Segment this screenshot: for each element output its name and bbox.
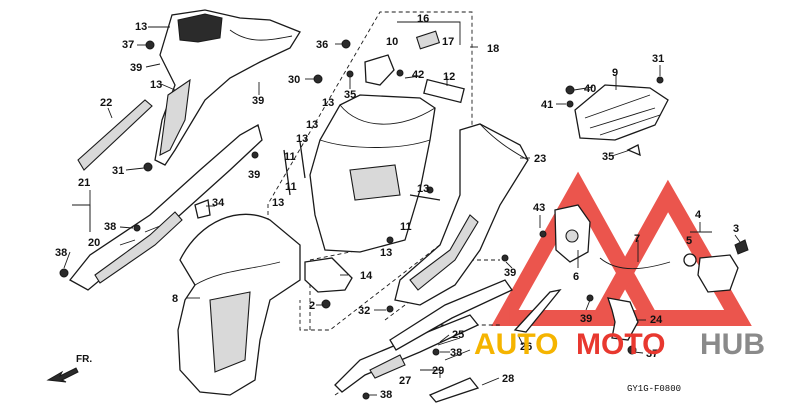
watermark-wordmark: AUTO MOTO HUB — [474, 328, 765, 361]
callout-31: 32 — [358, 305, 370, 317]
watermark-word-hub: HUB — [700, 328, 765, 361]
callout-16: 17 — [442, 36, 454, 48]
part-left-side-cover — [69, 124, 263, 291]
callout-27: 27 — [399, 375, 411, 387]
callout-38: 38 — [55, 247, 67, 259]
part-pad — [415, 30, 441, 50]
callout-39: 39 — [580, 313, 592, 325]
watermark-word-moto: MOTO — [576, 328, 665, 361]
callout-2: 2 — [309, 300, 315, 312]
callout-4: 4 — [695, 209, 702, 221]
callout-39: 39 — [130, 62, 142, 74]
watermark-triangle-right — [586, 179, 752, 326]
front-arrow-icon — [46, 367, 79, 383]
fasteners — [59, 39, 664, 400]
callout-numbers: 13 37 39 13 22 31 21 38 20 38 8 34 39 39… — [55, 13, 739, 401]
part-clip — [194, 199, 211, 219]
part-side-strip — [77, 99, 153, 171]
callout-6: 6 — [573, 271, 579, 283]
callout-36: 35 — [344, 89, 356, 101]
callout-13: 13 — [380, 247, 392, 259]
part-luggage-box — [309, 94, 436, 253]
callout-19: 13 — [135, 21, 147, 33]
callout-13: 13 — [306, 119, 318, 131]
callout-11: 11 — [400, 221, 412, 233]
part-rear-carrier — [574, 84, 669, 141]
front-direction-indicator: FR. — [46, 354, 92, 383]
part-box-bracket — [304, 257, 353, 293]
leader-lines — [63, 21, 741, 396]
callout-38: 38 — [450, 347, 462, 359]
callout-26: 26 — [520, 341, 532, 353]
part-front-inner-cover — [177, 213, 301, 396]
callout-39: 39 — [252, 95, 264, 107]
callout-23: 23 — [534, 153, 546, 165]
part-lower-covers — [334, 279, 562, 403]
callout-35: 36 — [316, 39, 328, 51]
callout-13: 13 — [322, 97, 334, 109]
callout-33: 34 — [212, 197, 225, 209]
callout-40: 40 — [584, 83, 596, 95]
watermark-triangle-left — [491, 171, 664, 326]
callout-24: 24 — [650, 314, 663, 326]
watermark-word-auto: AUTO — [474, 328, 558, 361]
callout-38: 38 — [104, 221, 116, 233]
callout-13: 13 — [296, 133, 308, 145]
part-rear-upper-cowl — [154, 9, 301, 166]
callout-39: 39 — [504, 267, 516, 279]
part-reflector — [423, 78, 465, 104]
callout-14: 14 — [360, 270, 373, 282]
callout-39: 39 — [248, 169, 260, 181]
callout-30: 30 — [288, 74, 300, 86]
callout-20: 20 — [88, 237, 100, 249]
callout-15: 16 — [417, 13, 429, 25]
watermark-logo — [491, 171, 752, 326]
callout-32: 31 — [652, 53, 664, 65]
callout-13: 13 — [417, 183, 429, 195]
callout-12: 12 — [443, 71, 455, 83]
callout-41: 41 — [541, 99, 553, 111]
callout-21: 21 — [78, 177, 90, 189]
callout-22: 22 — [100, 97, 112, 109]
callout-42: 42 — [412, 69, 424, 81]
callout-11: 11 — [285, 181, 297, 193]
callout-8: 8 — [172, 293, 178, 305]
callout-13: 13 — [272, 197, 284, 209]
callout-11: 11 — [284, 151, 296, 163]
callout-5: 5 — [686, 235, 692, 247]
part-cable-and-lock — [599, 239, 749, 293]
callout-9: 9 — [612, 67, 618, 79]
callout-25: 25 — [452, 329, 464, 341]
callout-17: 18 — [487, 43, 499, 55]
callout-31: 31 — [112, 165, 124, 177]
callout-38: 38 — [380, 389, 392, 401]
part-right-body-cover — [394, 123, 529, 306]
callout-37: 37 — [646, 348, 658, 360]
part-latch — [364, 54, 395, 86]
callout-7: 7 — [634, 233, 640, 245]
callout-10: 10 — [386, 36, 398, 48]
callout-28: 28 — [502, 373, 514, 385]
front-direction-label: FR. — [76, 354, 92, 365]
callout-29: 29 — [432, 365, 444, 377]
part-seat-lock — [554, 204, 591, 263]
callout-43: 43 — [533, 202, 545, 214]
drawing-code: GY1G-F0800 — [627, 384, 681, 394]
callout-34: 35 — [602, 151, 614, 163]
part-small-components — [364, 30, 465, 104]
part-seat-hook — [607, 297, 639, 341]
callout-3: 3 — [733, 223, 739, 235]
callout-18: 13 — [150, 79, 162, 91]
callout-37: 37 — [122, 39, 134, 51]
